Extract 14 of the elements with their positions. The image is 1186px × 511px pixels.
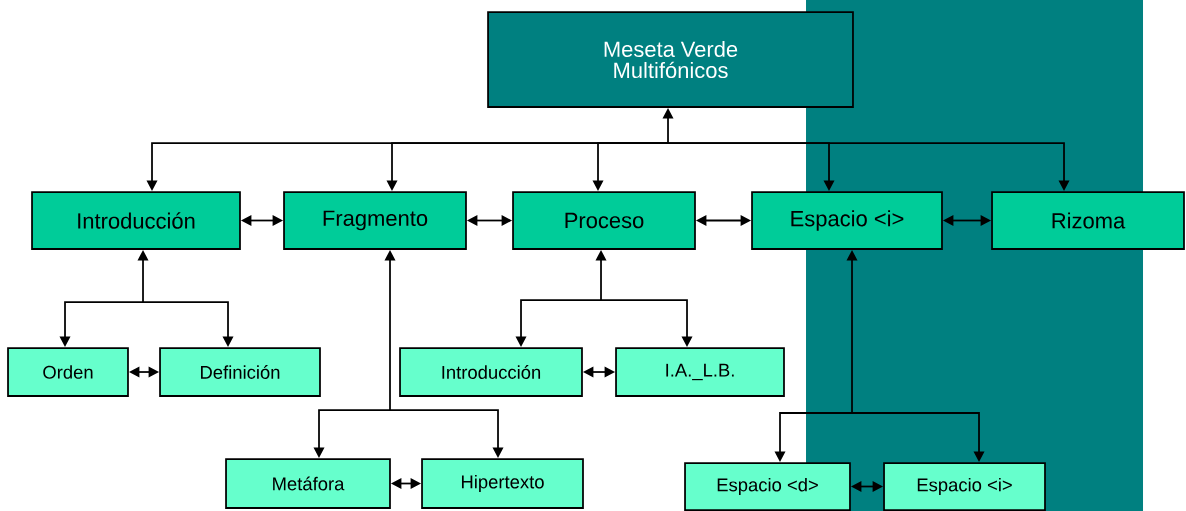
topic-box: Proceso xyxy=(512,191,696,250)
subtopic-box: I.A._L.B. xyxy=(615,347,785,397)
topic-box: Introducción xyxy=(31,191,241,250)
subtopic-box: Definición xyxy=(159,347,321,397)
subtopic-box: Introducción xyxy=(399,347,583,397)
title-box: Meseta Verde Multifónicos xyxy=(487,11,854,108)
topic-box: Fragmento xyxy=(283,191,467,250)
subtopic-box: Espacio <i> xyxy=(883,462,1046,511)
subtopic-box: Orden xyxy=(7,347,129,397)
subtopic-box: Metáfora xyxy=(225,458,391,509)
subtopic-box: Espacio <d> xyxy=(684,462,851,511)
subtopic-box: Hipertexto xyxy=(421,458,584,509)
topic-box: Espacio <i> xyxy=(751,191,943,250)
topic-box: Rizoma xyxy=(991,191,1185,250)
